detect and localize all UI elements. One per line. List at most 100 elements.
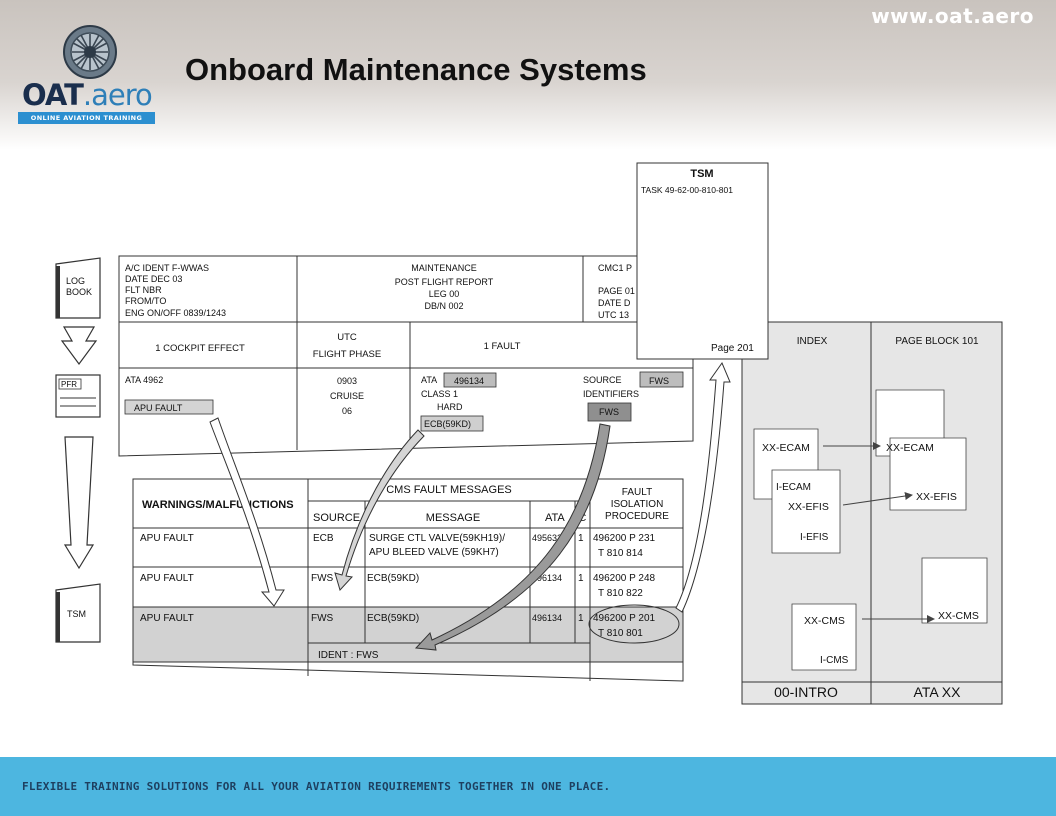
cockpit-effect-header: 1 COCKPIT EFFECT xyxy=(155,343,245,354)
row3-c: 1 xyxy=(578,613,584,624)
report-eng-on-off: ENG ON/OFF 0839/1243 xyxy=(125,308,226,318)
tsm-title: TSM xyxy=(690,168,713,180)
row2-fip1: 496200 P 248 xyxy=(593,573,656,584)
row3-source: FWS xyxy=(311,613,334,624)
row1-source: ECB xyxy=(313,533,334,544)
col-warnings: WARNINGS/MALFUNCTIONS xyxy=(142,499,294,511)
report-from-to: FROM/TO xyxy=(125,296,166,306)
block-xx-efis: XX-EFIS xyxy=(916,491,957,503)
fault-count-header: 1 FAULT xyxy=(484,341,521,352)
tsm-page: TSM TASK 49-62-00-810-801 Page 201 xyxy=(636,162,769,360)
row1-ata: 495632 xyxy=(532,533,562,543)
index-xx-efis: XX-EFIS xyxy=(788,501,829,513)
index-i-cms: I-CMS xyxy=(820,655,849,666)
highlight-ellipse xyxy=(588,604,680,644)
row3-fip1: 496200 P 201 xyxy=(593,613,656,624)
arrow-ecb-to-table xyxy=(334,429,425,591)
pfr-label: PFR xyxy=(61,380,77,389)
footer-slogan: FLEXIBLE TRAINING SOLUTIONS FOR ALL YOUR… xyxy=(22,780,611,793)
row1-msg2: APU BLEED VALVE (59KH7) xyxy=(369,547,499,558)
effect-apu-fault: APU FAULT xyxy=(134,403,183,413)
col-message: MESSAGE xyxy=(426,512,480,524)
block-xx-ecam: XX-ECAM xyxy=(886,442,934,454)
index-xx-ecam: XX-ECAM xyxy=(762,442,810,454)
report-pfr-title: POST FLIGHT REPORT xyxy=(395,277,494,287)
row1-fip2: T 810 814 xyxy=(598,548,643,559)
logo-tagline: ONLINE AVIATION TRAINING xyxy=(18,112,155,124)
report-leg: LEG 00 xyxy=(429,289,460,299)
fault-hard: HARD xyxy=(437,402,463,412)
arrow-fip-to-tsm xyxy=(675,361,731,613)
index-footer-ata: ATA XX xyxy=(914,684,962,700)
row2-warn: APU FAULT xyxy=(140,573,194,584)
row1-fip1: 496200 P 231 xyxy=(593,533,656,544)
fault-ata-value: 496134 xyxy=(454,376,484,386)
utc-header: UTC xyxy=(337,332,357,343)
cms-table: WARNINGS/MALFUNCTIONS CMS FAULT MESSAGES… xyxy=(132,478,684,682)
tsm-task: TASK 49-62-00-810-801 xyxy=(641,185,733,195)
report-flt-nbr: FLT NBR xyxy=(125,285,162,295)
index-footer-intro: 00-INTRO xyxy=(774,684,838,700)
row2-source: FWS xyxy=(311,573,334,584)
row1-warn: APU FAULT xyxy=(140,533,194,544)
col-fip-3: PROCEDURE xyxy=(605,511,669,522)
fault-class: CLASS 1 xyxy=(421,389,458,399)
row3-ata: 496134 xyxy=(532,613,562,623)
report-dbn: DB/N 002 xyxy=(424,301,463,311)
header-band xyxy=(0,0,1056,150)
block-xx-cms: XX-CMS xyxy=(938,610,979,622)
col-fip-1: FAULT xyxy=(622,487,652,498)
phase-num: 06 xyxy=(342,406,352,416)
col-source: SOURCE xyxy=(313,512,360,524)
long-down-arrow-icon xyxy=(63,436,95,570)
col-fip-2: ISOLATION xyxy=(611,499,664,510)
phase-time: 0903 xyxy=(337,376,357,386)
tsm-icon-label: TSM xyxy=(67,609,86,619)
arrow-effect-to-table xyxy=(209,417,285,607)
logo-text: OAT.aero xyxy=(22,78,153,112)
arrow-fws-to-ident xyxy=(414,423,611,651)
report-utc-r: UTC 13 xyxy=(598,310,629,320)
pfr-icon: PFR xyxy=(55,374,101,418)
logbook-label-2: BOOK xyxy=(66,287,92,297)
flight-phase-header: FLIGHT PHASE xyxy=(313,349,381,360)
row2-ata: 496134 xyxy=(532,573,562,583)
index-header: INDEX xyxy=(797,336,828,347)
ident-row: IDENT : FWS xyxy=(318,650,379,661)
page-block-header: PAGE BLOCK 101 xyxy=(895,336,979,347)
fault-ata-label: ATA xyxy=(421,375,437,385)
identifiers-value: FWS xyxy=(599,407,619,417)
report-page: PAGE 01 xyxy=(598,286,635,296)
row2-c: 1 xyxy=(578,573,584,584)
report-ac-ident: A/C IDENT F-WWAS xyxy=(125,263,209,273)
report-date-r: DATE D xyxy=(598,298,631,308)
page-title: Onboard Maintenance Systems xyxy=(185,52,647,87)
index-i-efis: I-EFIS xyxy=(800,532,829,543)
cms-header: CMS FAULT MESSAGES xyxy=(386,484,512,496)
row3-warn: APU FAULT xyxy=(140,613,194,624)
report-date: DATE DEC 03 xyxy=(125,274,182,284)
report-cmc: CMC1 P xyxy=(598,263,632,273)
col-ata: ATA xyxy=(545,512,565,524)
source-value: FWS xyxy=(649,376,669,386)
effect-ata: ATA 4962 xyxy=(125,375,163,385)
tsm-book-icon: TSM xyxy=(55,583,101,643)
report-maintenance: MAINTENANCE xyxy=(411,263,477,273)
turbine-logo-icon xyxy=(63,25,117,79)
row3-fip2: T 810 801 xyxy=(598,628,643,639)
row2-fip2: T 810 822 xyxy=(598,588,643,599)
logbook-icon: LOG BOOK xyxy=(55,257,101,319)
phase-cruise: CRUISE xyxy=(330,391,364,401)
index-xx-cms: XX-CMS xyxy=(804,615,845,627)
website-url[interactable]: www.oat.aero xyxy=(871,4,1034,28)
row2-msg1: ECB(59KD) xyxy=(367,573,419,584)
footer-band xyxy=(0,757,1056,816)
index-panel: INDEX PAGE BLOCK 101 XX-ECAM I-ECAM XX-E… xyxy=(741,321,1003,705)
identifiers-label: IDENTIFIERS xyxy=(583,389,639,399)
row1-c: 1 xyxy=(578,533,584,544)
logbook-label-1: LOG xyxy=(66,276,85,286)
index-i-ecam: I-ECAM xyxy=(776,482,811,493)
post-flight-report: A/C IDENT F-WWAS DATE DEC 03 FLT NBR FRO… xyxy=(118,255,694,457)
fault-ecb: ECB(59KD) xyxy=(424,419,471,429)
